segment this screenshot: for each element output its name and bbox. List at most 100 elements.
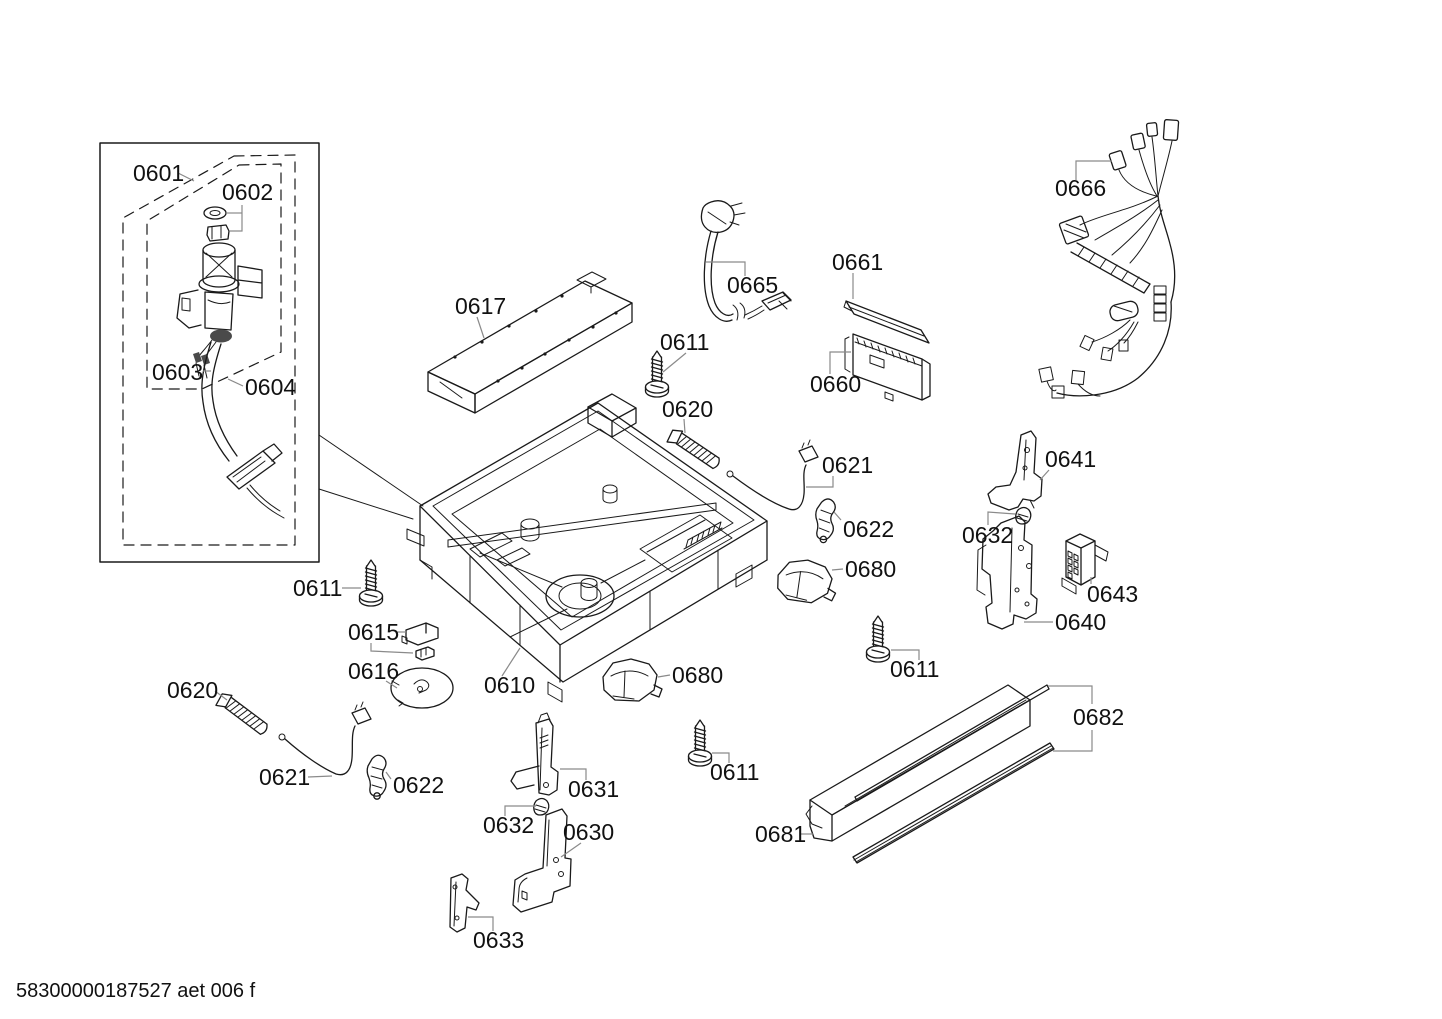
leader-line-0633: [468, 916, 494, 931]
leader-line-0601: [177, 172, 195, 182]
part-label-0610: 0610: [484, 672, 535, 698]
document-code: 58300000187527 aet 006 f: [16, 980, 256, 1002]
sensor-wire-0621-left: [278, 701, 372, 776]
leader-line-0622: [833, 511, 842, 521]
part-label-0630: 0630: [563, 819, 614, 845]
leader-line-0632: [504, 805, 536, 816]
part-label-0615: 0615: [348, 619, 399, 645]
leader-line-0622: [385, 771, 392, 780]
part-label-0616: 0616: [348, 658, 399, 684]
part-label-0660: 0660: [810, 371, 861, 397]
part-label-0611: 0611: [710, 759, 759, 785]
locator-lines: [318, 434, 424, 520]
part-label-0631: 0631: [568, 776, 619, 802]
leader-line-0666: [1075, 160, 1112, 180]
part-label-0601: 0601: [133, 160, 184, 186]
part-label-0643: 0643: [1087, 581, 1138, 607]
spring-clip-0622-left: [366, 754, 387, 800]
foot-bracket-0680-bottom: [602, 658, 663, 702]
part-label-0661: 0661: [832, 249, 883, 275]
part-label-0617: 0617: [455, 293, 506, 319]
plinth-panel-0681: [805, 684, 1031, 842]
part-label-0665: 0665: [727, 272, 778, 298]
cable-harness-0666: [1038, 119, 1180, 399]
callouts-layer: 0601 0602 0603 0604 0617 0611 0665 0661 0660 0666…: [133, 160, 1138, 953]
sensor-wire-0621-right: [726, 439, 819, 511]
seal-strip-0682-lower: [852, 742, 1055, 864]
leader-line-0602: [230, 205, 243, 232]
part-label-0620: 0620: [167, 677, 218, 703]
part-label-0604: 0604: [245, 374, 296, 400]
bracket-0640: [976, 515, 1038, 630]
part-label-0622: 0622: [393, 772, 444, 798]
dashed-boundary-0601: [122, 154, 296, 546]
leader-line-0621: [307, 775, 333, 778]
leader-line-0631: [560, 768, 587, 780]
bracket-0633: [449, 873, 480, 933]
screw-0611-right: [865, 615, 891, 663]
leader-line-0617: [476, 316, 485, 339]
screw-0611-left: [358, 559, 384, 607]
hose-connector: [226, 450, 276, 490]
leader-line-0611: [662, 352, 687, 373]
control-module-0660: [844, 333, 931, 402]
bracket-0631: [510, 712, 559, 796]
washer-0602: [203, 206, 227, 220]
hose-nut: [210, 329, 232, 343]
part-label-0666: 0666: [1055, 175, 1106, 201]
part-label-0611: 0611: [890, 656, 939, 682]
leader-line-0621: [806, 476, 834, 488]
part-label-0682: 0682: [1073, 704, 1124, 730]
leader-line-0641: [1039, 469, 1050, 481]
spindle-0620-top: [665, 426, 725, 471]
part-label-0603: 0603: [152, 359, 203, 385]
bracket-0641: [987, 430, 1043, 511]
part-label-0602: 0602: [222, 179, 273, 205]
cover-0617: [427, 271, 633, 414]
leader-line-0620: [214, 690, 228, 701]
leader-line-0680: [657, 674, 671, 678]
screw-0611-bottom: [687, 719, 713, 767]
connector-block-0643: [1061, 533, 1109, 595]
part-label-0680: 0680: [845, 556, 896, 582]
part-label-0621: 0621: [822, 452, 873, 478]
leader-line-0615: [370, 643, 414, 654]
hose: [201, 341, 230, 462]
nut-0602: [206, 224, 230, 242]
part-label-0632: 0632: [483, 812, 534, 838]
foot-bracket-0680-right: [774, 556, 840, 606]
leader-line-0611: [712, 752, 730, 763]
switch-0615: [401, 622, 439, 661]
leader-line-0610: [501, 647, 521, 677]
spring-clip-0622-right: [812, 497, 837, 545]
part-label-0681: 0681: [755, 821, 806, 847]
part-label-0640: 0640: [1055, 609, 1106, 635]
disc-0616: [390, 667, 454, 709]
leader-line-0611: [891, 649, 920, 660]
pump-sump: [545, 574, 615, 618]
part-label-0620: 0620: [662, 396, 713, 422]
leader-line-0630: [560, 842, 582, 858]
dashed-boundary-0604: [146, 163, 282, 390]
part-label-0632: 0632: [962, 522, 1013, 548]
base-assembly-0610: [406, 393, 768, 703]
leader-line-0682: [1048, 685, 1093, 704]
power-cord-0665: [700, 200, 792, 322]
part-label-0621: 0621: [259, 764, 310, 790]
part-label-0611: 0611: [660, 329, 709, 355]
leader-line-0660: [829, 351, 851, 374]
trim-strip-0661: [843, 300, 930, 344]
screw-0611-top: [644, 350, 670, 398]
aquastop-valve-assembly: [176, 206, 285, 519]
part-label-0641: 0641: [1045, 446, 1096, 472]
leader-line-0665: [706, 261, 746, 276]
leader-line-0604: [227, 378, 244, 387]
leader-line-0682: [1053, 730, 1093, 752]
part-label-0680: 0680: [672, 662, 723, 688]
leader-line-0680: [831, 568, 844, 571]
clip-0632-center: [533, 797, 550, 816]
part-label-0622: 0622: [843, 516, 894, 542]
leader-line-0620: [683, 418, 686, 434]
